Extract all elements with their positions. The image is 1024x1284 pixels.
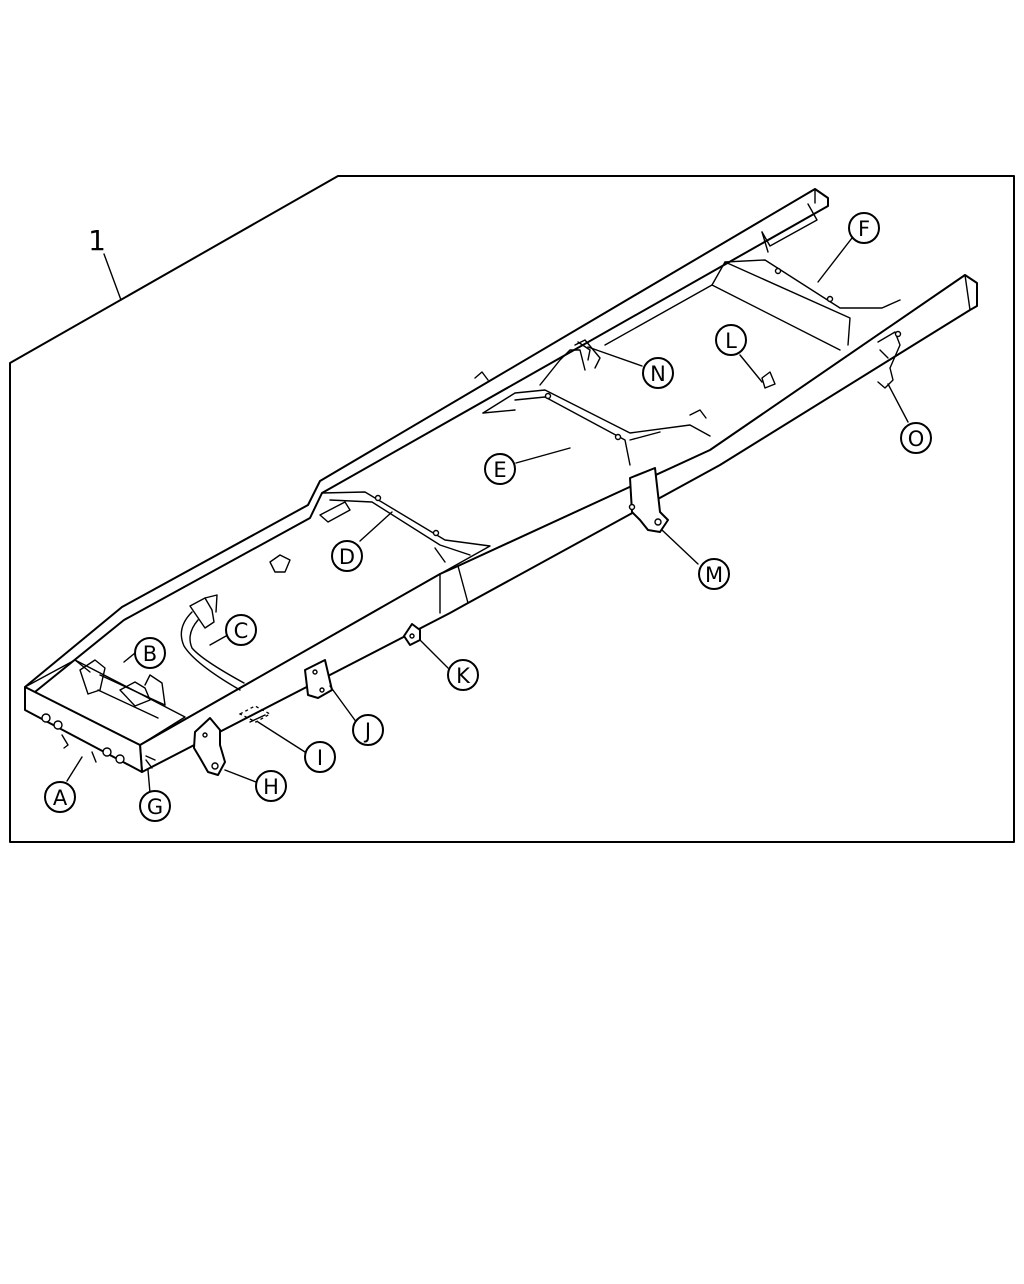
assembly-leader xyxy=(103,253,122,301)
callout-label-o: O xyxy=(908,427,925,451)
callout-f: F xyxy=(848,212,880,244)
callout-j: J xyxy=(352,714,384,746)
frame-linework xyxy=(24,188,978,776)
callout-l: L xyxy=(715,324,747,356)
callout-g: G xyxy=(139,790,171,822)
callout-label-b: B xyxy=(143,642,157,666)
callout-i: I xyxy=(304,741,336,773)
assembly-number: 1 xyxy=(88,224,106,257)
callout-label-n: N xyxy=(650,362,666,386)
callout-label-d: D xyxy=(339,545,355,569)
callout-b: B xyxy=(134,637,166,669)
callout-leaders xyxy=(66,237,909,794)
callout-label-c: C xyxy=(234,619,249,643)
callout-label-a: A xyxy=(53,786,68,810)
callout-label-g: G xyxy=(147,795,163,819)
callout-label-j: J xyxy=(363,719,371,743)
callout-label-f: F xyxy=(858,217,870,241)
callout-a: A xyxy=(44,781,76,813)
callout-label-i: I xyxy=(317,746,323,770)
callout-h: H xyxy=(255,770,287,802)
callout-label-h: H xyxy=(263,775,279,799)
callout-label-k: K xyxy=(456,664,471,688)
callout-e: E xyxy=(484,453,516,485)
callout-c: C xyxy=(225,614,257,646)
assembly-border xyxy=(9,175,1015,843)
callout-n: N xyxy=(642,357,674,389)
callout-label-m: M xyxy=(705,563,723,587)
callout-label-e: E xyxy=(493,458,506,482)
callout-k: K xyxy=(447,659,479,691)
callout-label-l: L xyxy=(725,329,737,353)
callout-d: D xyxy=(331,540,363,572)
callout-m: M xyxy=(698,558,730,590)
callout-o: O xyxy=(900,422,932,454)
